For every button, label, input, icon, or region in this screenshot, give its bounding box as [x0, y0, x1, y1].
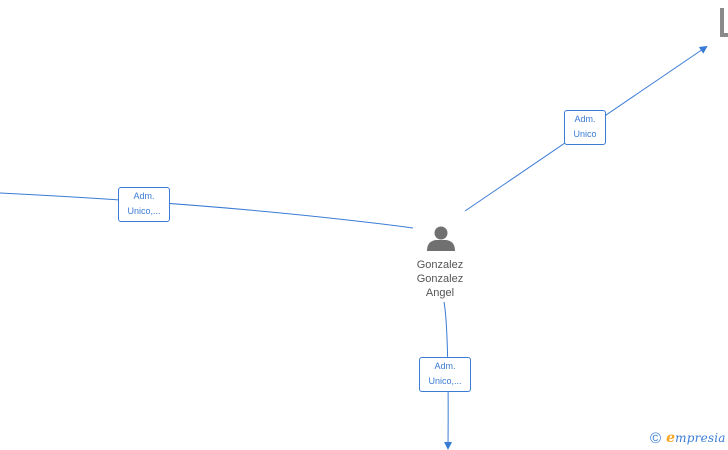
person-name[interactable]: Gonzalez Gonzalez Angel [400, 258, 480, 300]
copyright-icon: © [650, 429, 662, 447]
edge-label-left[interactable]: Adm. Unico,... [118, 187, 170, 222]
brand-logo: empresia [666, 430, 726, 446]
edge-label-line: Adm. [574, 114, 596, 124]
brand-logo-initial: e [666, 430, 676, 446]
company-icon[interactable] [720, 8, 728, 37]
edge-line-down [443, 301, 453, 450]
person-name-line: Angel [425, 287, 455, 299]
person-name-line: Gonzalez [416, 273, 464, 285]
brand-logo-rest: mpresia [675, 431, 726, 445]
person-icon[interactable] [427, 226, 455, 252]
edge-label-line: Unico [573, 129, 597, 139]
edge-label-down[interactable]: Adm. Unico,... [419, 357, 471, 392]
person-name-line: Gonzalez [416, 259, 464, 271]
edge-label-line: Adm. [434, 361, 456, 371]
watermark: © empresia [650, 429, 726, 447]
edge-label-top-right[interactable]: Adm. Unico [564, 110, 606, 145]
edge-label-line: Unico,... [127, 206, 161, 216]
edge-label-line: Adm. [133, 191, 155, 201]
edge-label-line: Unico,... [428, 376, 462, 386]
edge-line-left [0, 192, 414, 229]
